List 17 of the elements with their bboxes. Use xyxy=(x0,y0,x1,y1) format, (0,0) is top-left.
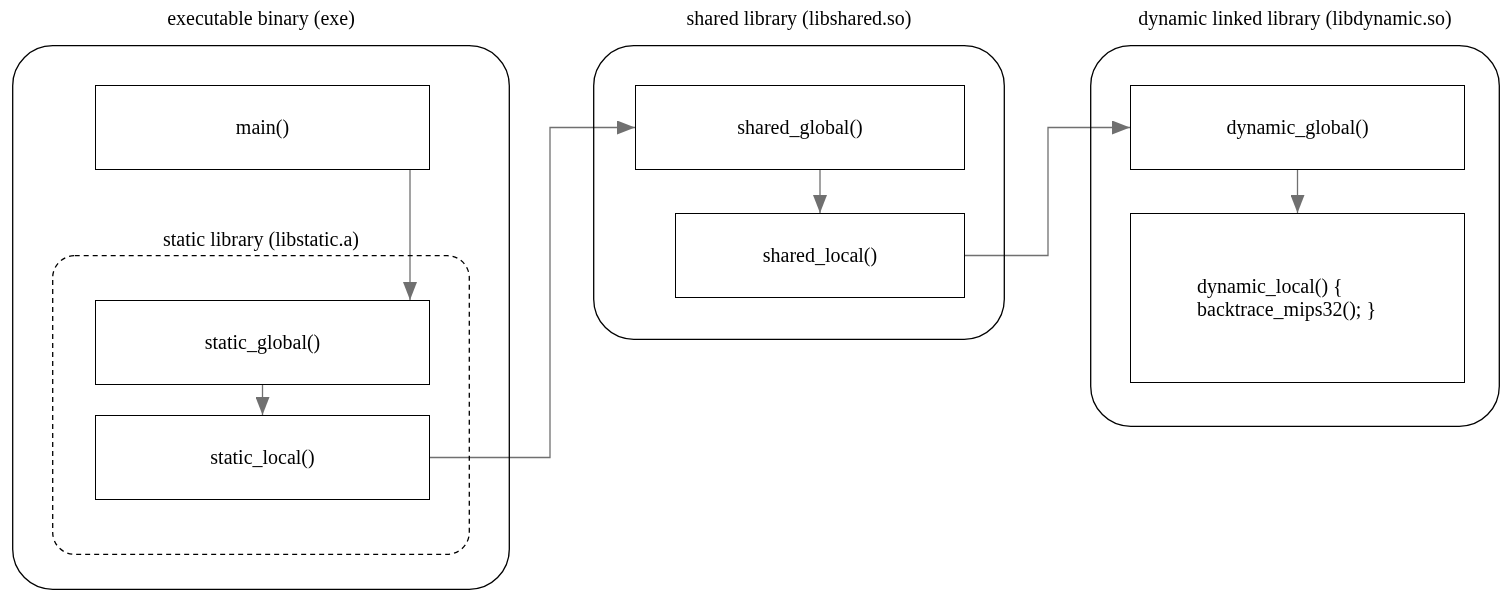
arrow xyxy=(964,120,1131,257)
arrow xyxy=(403,169,417,301)
arrow xyxy=(813,169,827,214)
function-box: static_local() xyxy=(95,415,430,500)
function-box: shared_global() xyxy=(635,85,965,170)
arrow xyxy=(429,120,636,459)
group-title: shared library (libshared.so) xyxy=(686,6,912,30)
group-title: static library (libstatic.a) xyxy=(163,227,359,251)
function-box: dynamic_local() { backtrace_mips32(); } xyxy=(1130,213,1465,383)
function-box: shared_local() xyxy=(675,213,965,298)
function-box: dynamic_global() xyxy=(1130,85,1465,170)
arrow xyxy=(255,384,270,416)
arrow xyxy=(1290,169,1305,214)
group-title: executable binary (exe) xyxy=(167,6,355,30)
function-box: main() xyxy=(95,85,430,170)
function-box: static_global() xyxy=(95,300,430,385)
group-title: dynamic linked library (libdynamic.so) xyxy=(1138,6,1452,30)
